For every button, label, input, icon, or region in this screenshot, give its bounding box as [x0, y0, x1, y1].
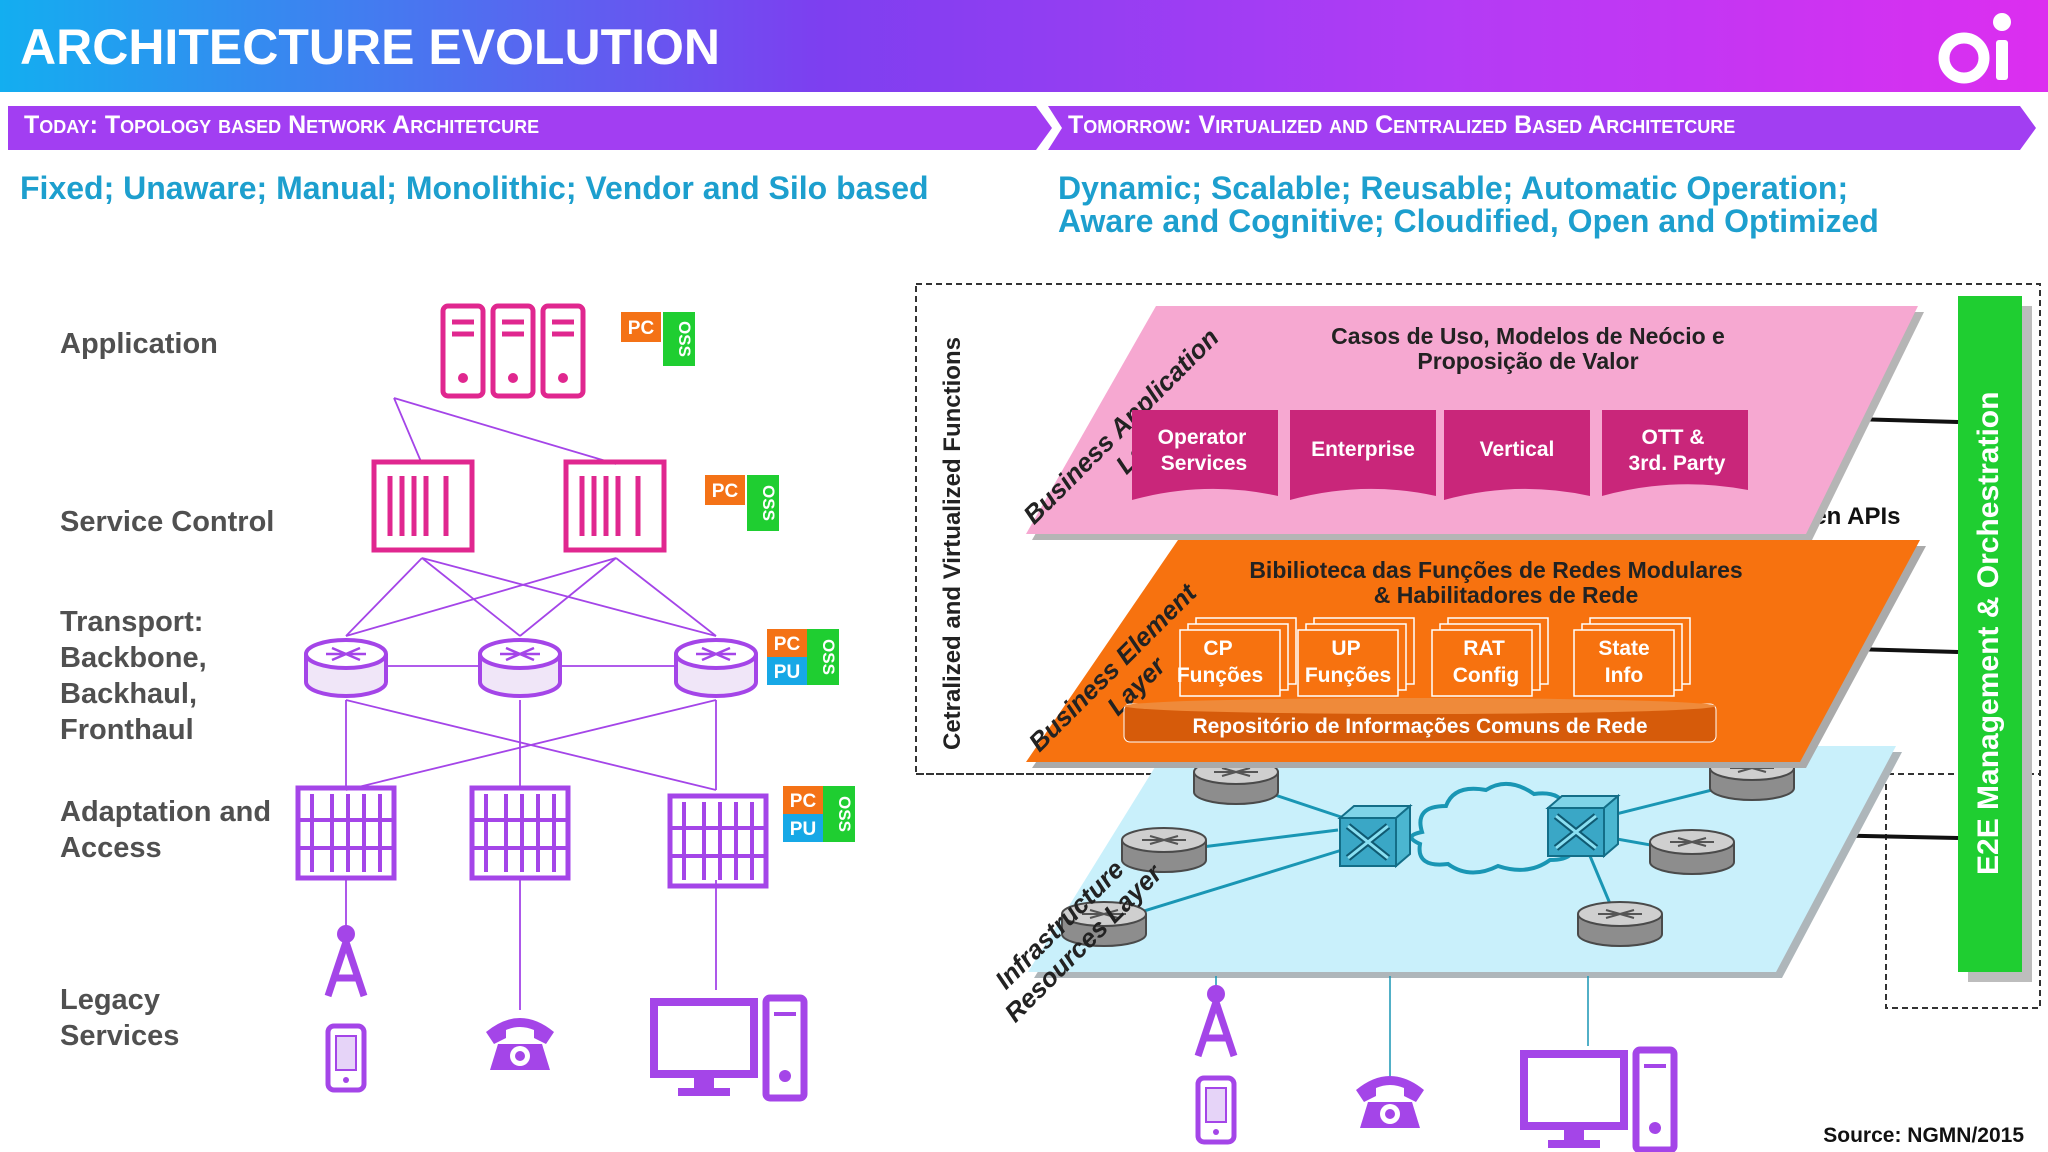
- layer-label-application: Application: [60, 328, 218, 360]
- telephone-icon: [1356, 1076, 1424, 1128]
- tower-icon: [1198, 985, 1234, 1056]
- svg-text:OSS: OSS: [819, 639, 838, 675]
- svg-text:RAT: RAT: [1463, 637, 1505, 660]
- svg-text:Info: Info: [1605, 664, 1643, 687]
- badge-transport: PC PU OSS: [767, 629, 839, 685]
- svg-text:PU: PU: [790, 819, 816, 840]
- switch-icon: [1340, 806, 1410, 866]
- svg-text:3rd. Party: 3rd. Party: [1629, 452, 1726, 475]
- svg-text:Casos de Uso, Modelos de Neóci: Casos de Uso, Modelos de Neócio e: [1331, 323, 1725, 349]
- layer-label-transport: Transport: Backbone, Backhaul, Fronthaul: [60, 606, 207, 746]
- tomorrow-architecture: Cetralized and Virtualized Functions E2E…: [915, 283, 2041, 1150]
- application-servers-icon: [440, 303, 586, 399]
- badge-service-control: PC OSS: [705, 475, 779, 531]
- svg-text:PC: PC: [790, 791, 817, 812]
- router-icon: [478, 638, 562, 698]
- svg-text:Config: Config: [1453, 664, 1519, 687]
- tomorrow-banner-text: Tomorrow: Virtualized and Centralized Ba…: [1068, 111, 1736, 139]
- today-tagline: Fixed; Unaware; Manual; Monolithic; Vend…: [20, 170, 929, 206]
- svg-text:Operator: Operator: [1158, 426, 1247, 449]
- side-label: Cetralized and Virtualized Functions: [939, 337, 966, 750]
- e2e-management-bar: [1958, 296, 2022, 972]
- use-case-box-vertical: Vertical: [1444, 410, 1590, 500]
- svg-text:UP: UP: [1331, 637, 1360, 660]
- svg-text:OTT &: OTT &: [1642, 426, 1705, 449]
- mobile-phone-icon: [1198, 1078, 1234, 1142]
- function-box-rat: RAT Config: [1431, 617, 1549, 697]
- svg-text:Vertical: Vertical: [1480, 438, 1555, 461]
- access-rack-icon: [298, 788, 394, 878]
- tower-icon: [328, 925, 364, 996]
- use-case-box-enterprise: Enterprise: [1290, 410, 1436, 500]
- computer-icon: [654, 998, 804, 1098]
- svg-text:OSS: OSS: [759, 485, 778, 521]
- e2e-label: E2E Management & Orchestration: [1972, 392, 2005, 875]
- service-control-rack-icon: [371, 459, 667, 553]
- telephone-icon: [486, 1018, 554, 1070]
- today-topology: PC OSS PC OSS PC PU OSS PC PU OSS: [298, 303, 855, 1098]
- router-icon: [304, 638, 388, 698]
- layer-label-adaptation-access: Adaptation and Access: [60, 796, 272, 864]
- svg-text:Enterprise: Enterprise: [1311, 438, 1415, 461]
- page-title: ARCHITECTURE EVOLUTION: [20, 19, 720, 75]
- title-bar: [0, 0, 2048, 92]
- svg-text:Funções: Funções: [1305, 664, 1391, 687]
- router-icon: [1649, 829, 1735, 875]
- mobile-phone-icon: [328, 1026, 364, 1090]
- svg-text:PU: PU: [774, 662, 800, 683]
- svg-text:Bibilioteca das Funções de Red: Bibilioteca das Funções de Redes Modular…: [1249, 557, 1742, 583]
- tomorrow-tagline-2: Aware and Cognitive; Cloudified, Open an…: [1058, 203, 1879, 239]
- layer-label-legacy-services: Legacy Services: [60, 984, 180, 1052]
- access-rack-icon: [670, 796, 766, 886]
- svg-text:Funções: Funções: [1177, 664, 1263, 687]
- badge-application: PC OSS: [621, 312, 695, 366]
- access-rack-icon: [472, 788, 568, 878]
- function-box-cp: CP Funções: [1177, 617, 1297, 697]
- layer-label-service-control: Service Control: [60, 506, 275, 538]
- oi-logo: [1938, 13, 2011, 84]
- svg-text:State: State: [1598, 637, 1649, 660]
- svg-text:Repositório de Informações Com: Repositório de Informações Comuns de Red…: [1192, 715, 1647, 738]
- svg-text:PC: PC: [628, 318, 655, 339]
- svg-text:Proposição de Valor: Proposição de Valor: [1417, 348, 1638, 374]
- svg-text:CP: CP: [1203, 637, 1232, 660]
- router-icon: [674, 638, 758, 698]
- tomorrow-tagline-1: Dynamic; Scalable; Reusable; Automatic O…: [1058, 170, 1849, 206]
- source-credit: Source: NGMN/2015: [1823, 1124, 2024, 1147]
- switch-icon: [1548, 796, 1618, 856]
- router-icon: [1577, 901, 1663, 947]
- badge-access: PC PU OSS: [783, 786, 855, 842]
- use-case-box-ott: OTT & 3rd. Party: [1602, 410, 1748, 496]
- svg-text:PC: PC: [774, 634, 801, 655]
- svg-text:OSS: OSS: [835, 796, 854, 832]
- svg-text:PC: PC: [712, 481, 739, 502]
- router-icon: [1121, 827, 1207, 873]
- svg-text:& Habilitadores de Rede: & Habilitadores de Rede: [1374, 582, 1639, 608]
- svg-text:OSS: OSS: [675, 321, 694, 357]
- use-case-box-operator: Operator Services: [1132, 410, 1278, 500]
- computer-icon: [1524, 1050, 1674, 1150]
- function-box-state: State Info: [1573, 617, 1691, 697]
- today-banner-text: Today: Topology based Network Architetcu…: [24, 111, 540, 139]
- svg-text:Services: Services: [1161, 452, 1247, 475]
- section-banner: [8, 106, 2036, 150]
- repository-cylinder: Repositório de Informações Comuns de Red…: [1123, 698, 1717, 743]
- function-box-up: UP Funções: [1297, 617, 1415, 697]
